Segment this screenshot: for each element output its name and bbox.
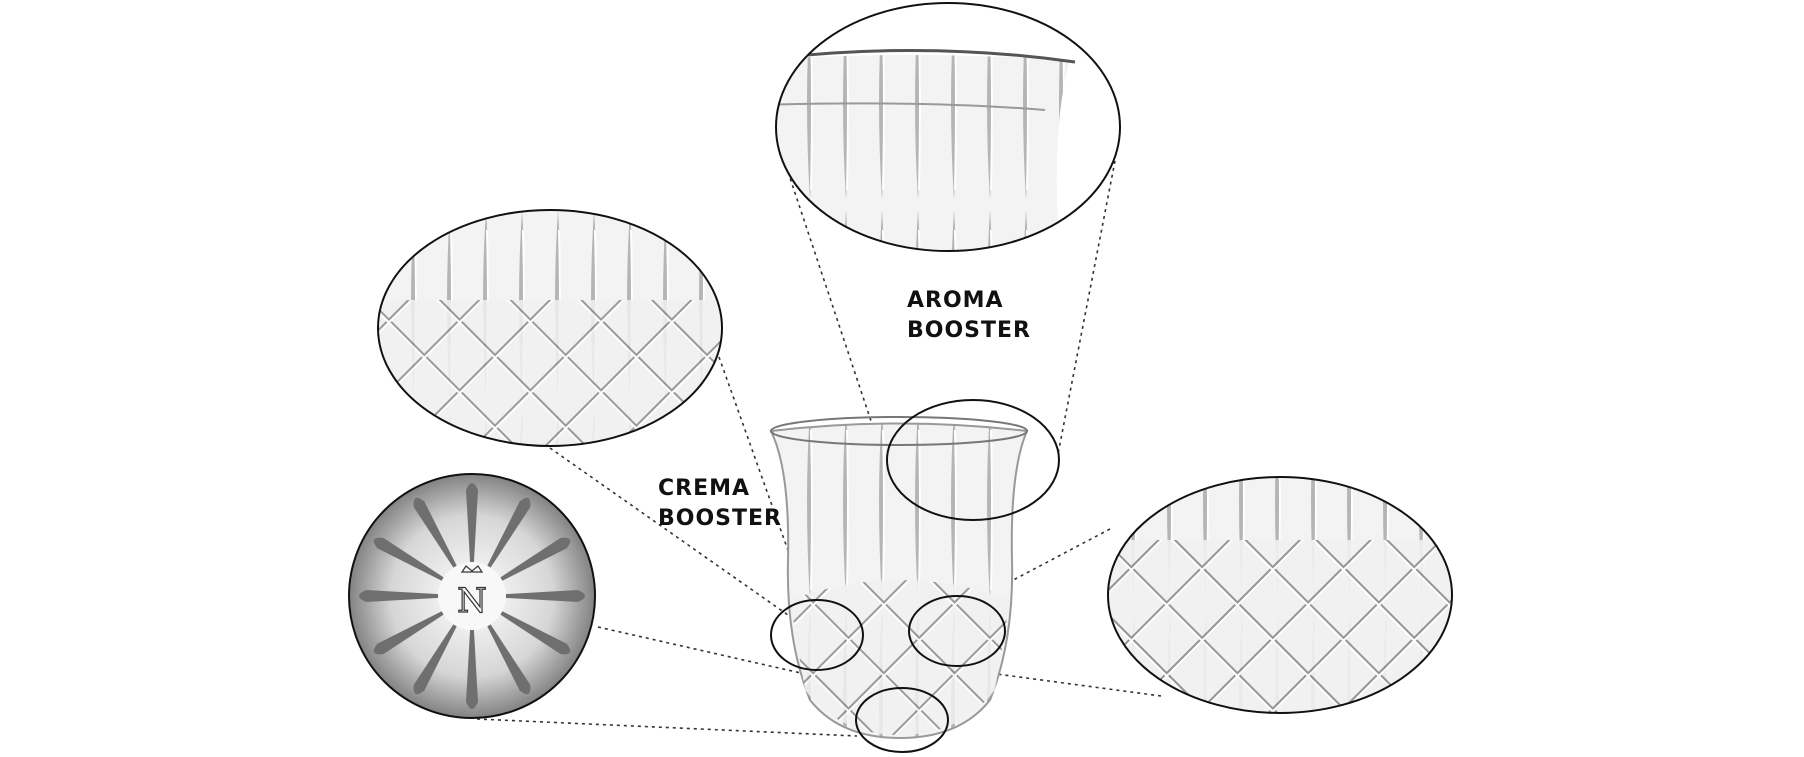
crown-icon [460,565,484,573]
crema-label-line2: BOOSTER [658,506,782,531]
brand-logo: N [457,581,487,621]
crema-booster-label: CREMA BOOSTER [658,474,782,534]
aroma-label-line2: BOOSTER [907,318,1031,343]
highlight-circles [770,399,1060,753]
zoom-base-logo: N [348,473,596,719]
zoom-diamond-cut [1107,476,1453,714]
crema-label-line1: CREMA [658,476,751,501]
espresso-glass [769,416,1029,740]
aroma-booster-label: AROMA BOOSTER [907,286,1031,346]
zoom-crema-cut [377,209,723,447]
aroma-label-line1: AROMA [907,288,1004,313]
zoom-aroma-rim [775,2,1121,252]
